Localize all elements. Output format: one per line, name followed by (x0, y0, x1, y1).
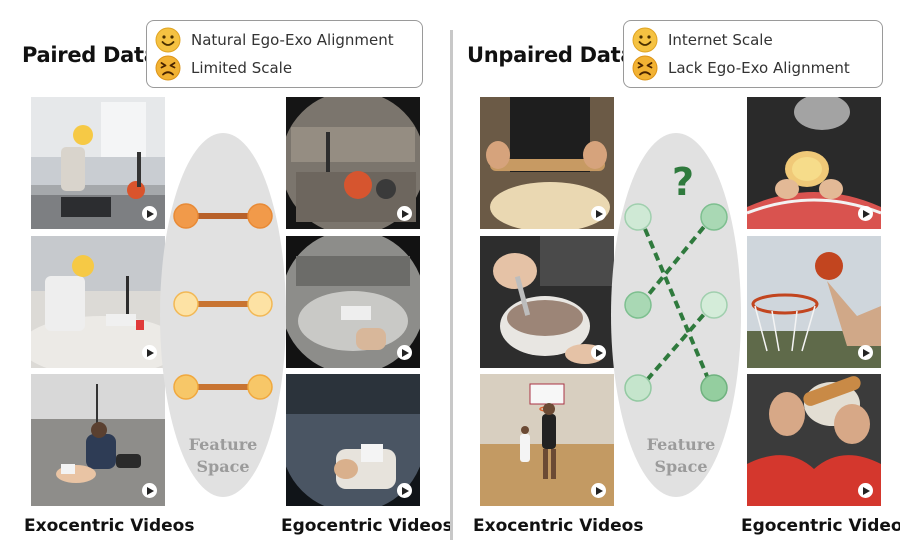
right-exocentric-label: Exocentric Videos (473, 516, 644, 536)
legend-text: Limited Scale (191, 59, 293, 77)
paired-link-3 (173, 374, 273, 400)
unpaired-feature-space: ? (611, 133, 741, 497)
paired-data-title: Paired Data (22, 43, 158, 67)
legend-row-natural-alignment: Natural Ego-Exo Alignment (155, 26, 394, 54)
paired-feature-space (160, 133, 286, 497)
paired-link-1 (173, 203, 273, 229)
unpaired-feature-space-label: Feature Space (646, 435, 716, 476)
exo-video-rolling-dough[interactable] (480, 97, 614, 229)
section-divider (450, 30, 453, 540)
left-exocentric-label: Exocentric Videos (24, 516, 195, 536)
paired-legend-box: Natural Ego-Exo Alignment Limited Scale (146, 20, 423, 88)
happy-face-icon (155, 27, 181, 53)
legend-text: Natural Ego-Exo Alignment (191, 31, 394, 49)
play-icon[interactable] (858, 206, 873, 221)
play-icon[interactable] (142, 345, 157, 360)
ego-video-cooking[interactable] (286, 97, 420, 229)
play-icon[interactable] (591, 345, 606, 360)
upset-face-icon (632, 55, 658, 81)
exo-video-cooking[interactable] (31, 97, 165, 229)
play-icon[interactable] (142, 206, 157, 221)
play-icon[interactable] (142, 483, 157, 498)
unpaired-data-title: Unpaired Data (467, 43, 635, 67)
legend-text: Lack Ego-Exo Alignment (668, 59, 850, 77)
legend-row-internet-scale: Internet Scale (632, 26, 773, 54)
play-icon[interactable] (397, 483, 412, 498)
unpaired-legend-box: Internet Scale Lack Ego-Exo Alignment (623, 20, 883, 88)
play-icon[interactable] (591, 483, 606, 498)
play-icon[interactable] (858, 345, 873, 360)
legend-text: Internet Scale (668, 31, 773, 49)
ego-video-rolling-pin[interactable] (747, 374, 881, 506)
unpaired-links (638, 215, 714, 390)
happy-face-icon (632, 27, 658, 53)
play-icon[interactable] (397, 206, 412, 221)
left-egocentric-label: Egocentric Videos (281, 516, 453, 536)
ego-video-basketball-hoop[interactable] (747, 236, 881, 368)
unpaired-nodes (624, 203, 728, 402)
play-icon[interactable] (858, 483, 873, 498)
paired-link-2 (173, 291, 273, 317)
right-egocentric-label: Egocentric Videos (741, 516, 900, 536)
play-icon[interactable] (397, 345, 412, 360)
ego-video-whisking[interactable] (747, 97, 881, 229)
exo-video-crafting[interactable] (31, 236, 165, 368)
ego-video-crafting[interactable] (286, 236, 420, 368)
exo-video-cpr[interactable] (31, 374, 165, 506)
upset-face-icon (155, 55, 181, 81)
exo-video-mixing-bowl[interactable] (480, 236, 614, 368)
question-mark: ? (672, 160, 694, 204)
play-icon[interactable] (591, 206, 606, 221)
exo-video-basketball[interactable] (480, 374, 614, 506)
legend-row-limited-scale: Limited Scale (155, 54, 292, 82)
ego-video-cpr[interactable] (286, 374, 420, 506)
legend-row-lack-alignment: Lack Ego-Exo Alignment (632, 54, 850, 82)
paired-feature-space-label: Feature Space (188, 435, 258, 476)
